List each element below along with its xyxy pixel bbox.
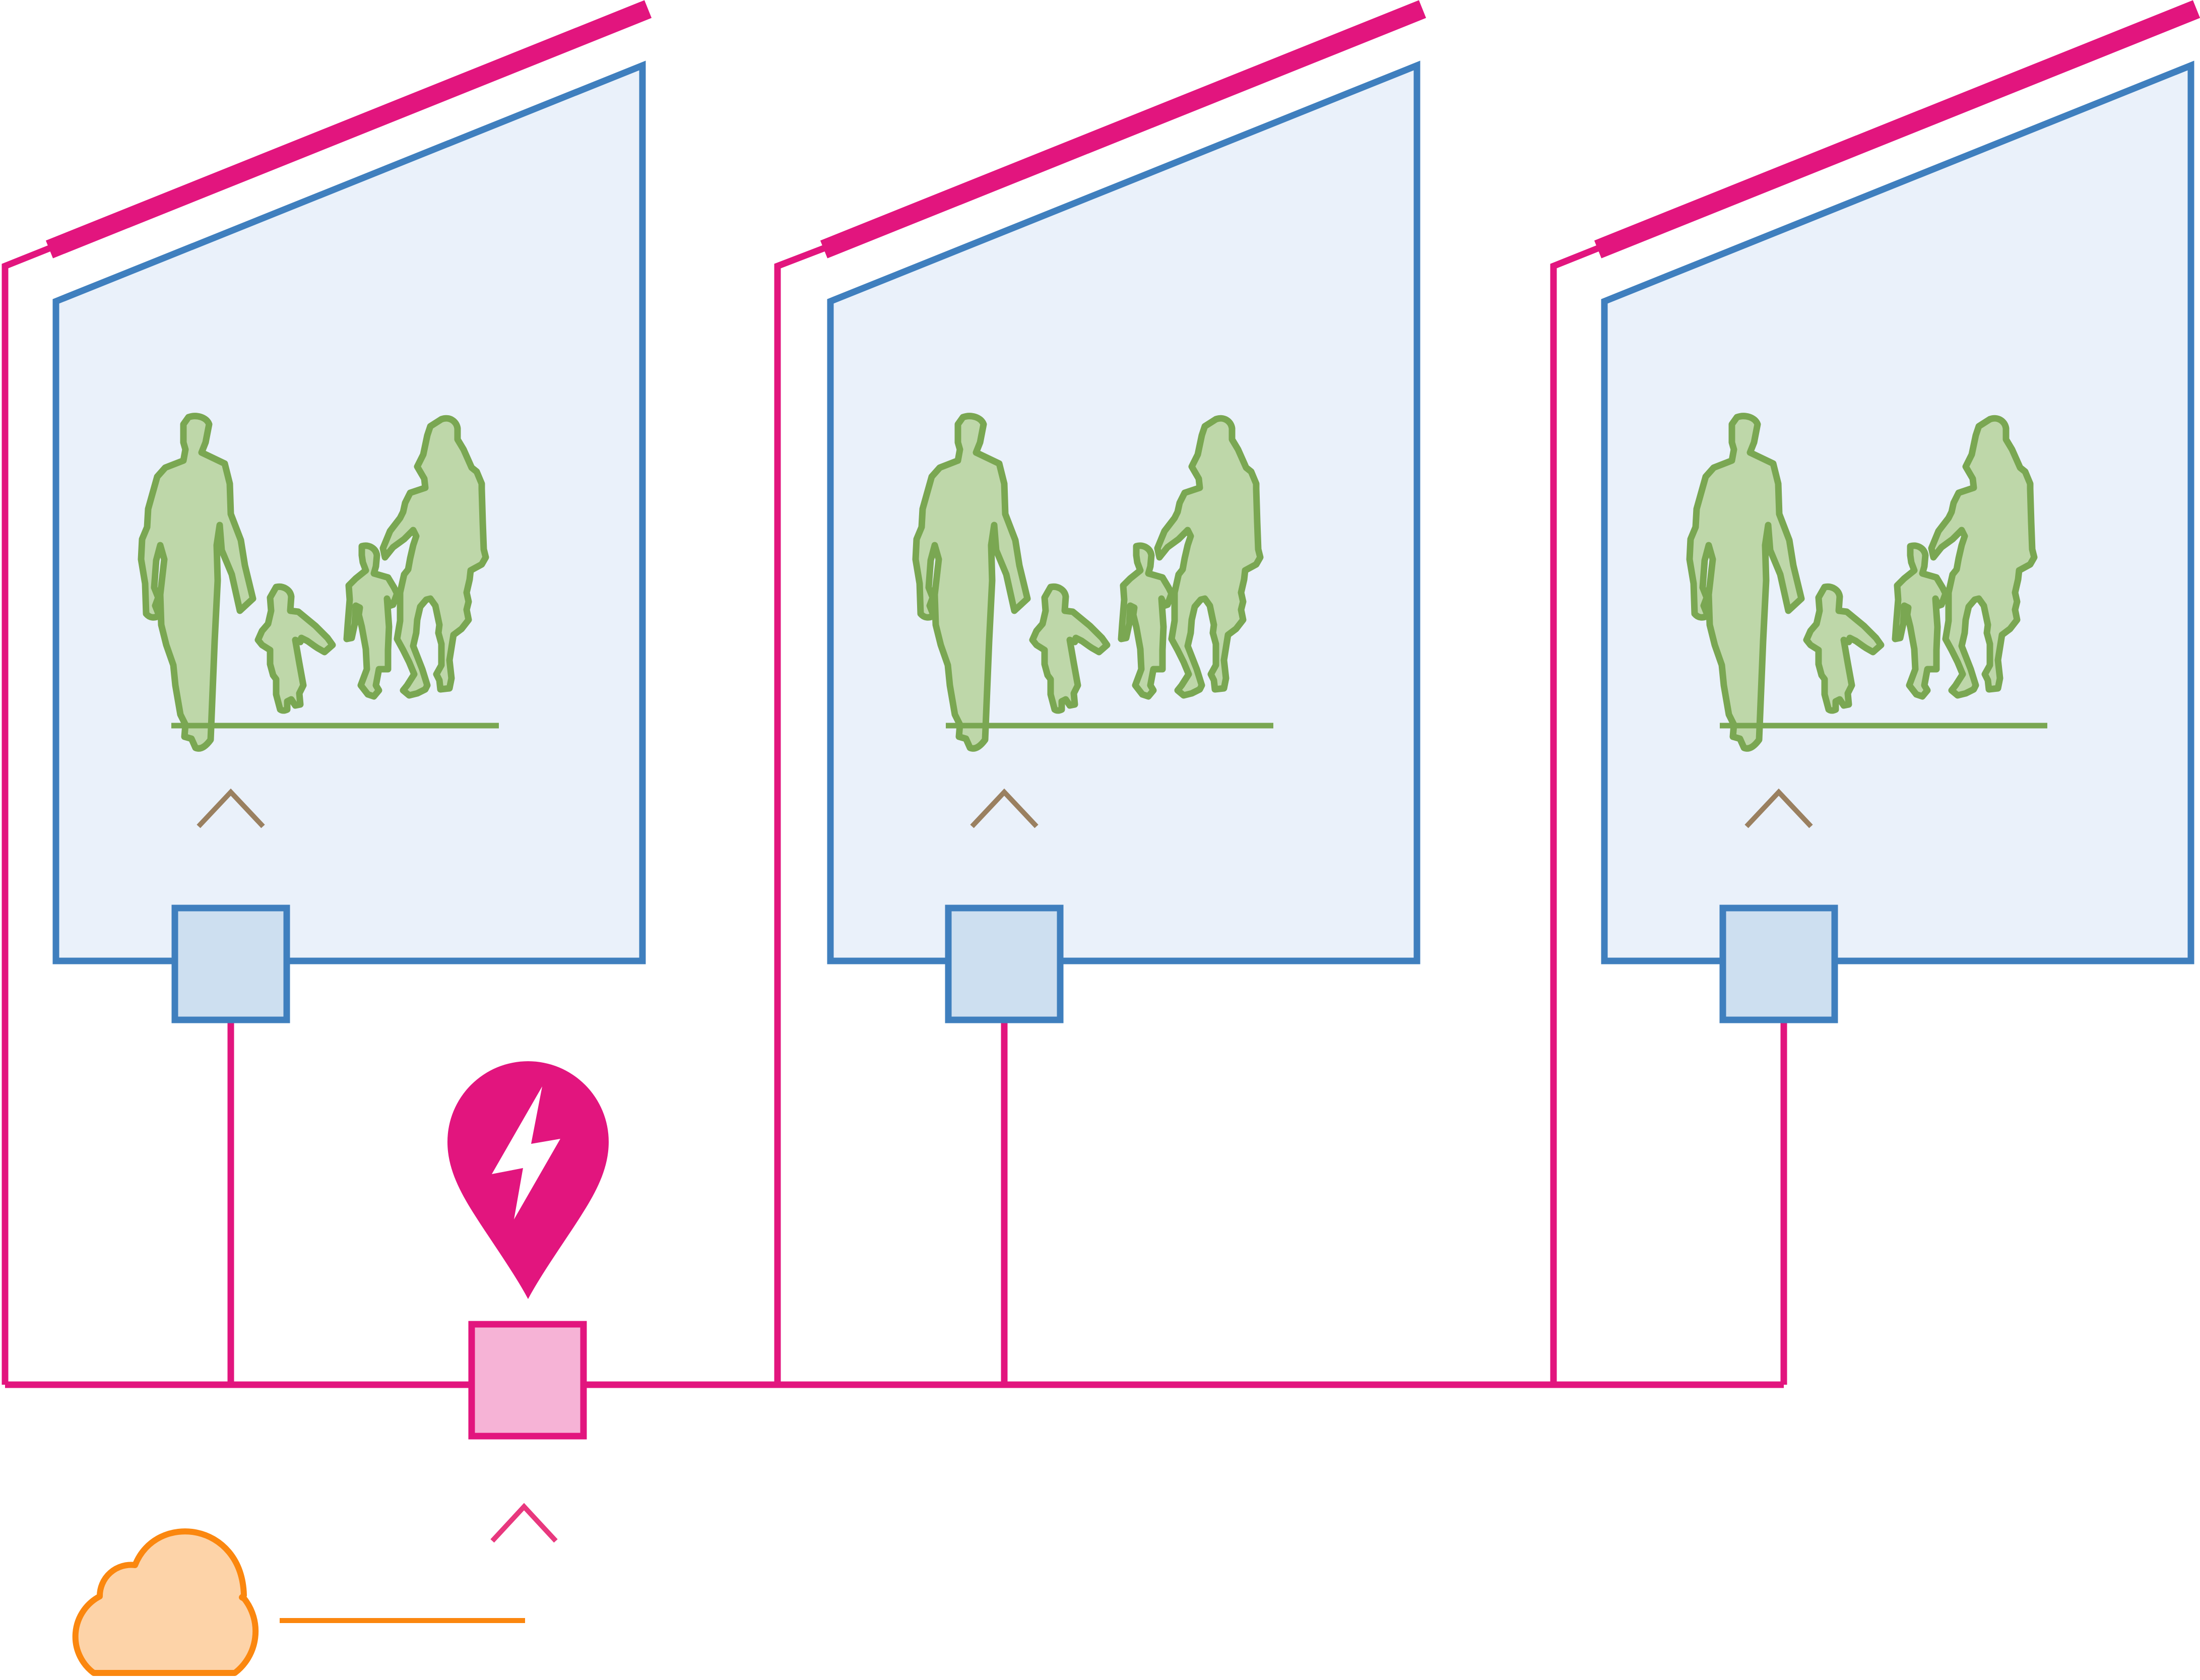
grid-lines xyxy=(2,243,1787,1388)
arrow-up-icon xyxy=(197,788,265,908)
lightning-location-pin-icon xyxy=(447,1061,609,1299)
building-2 xyxy=(827,60,1420,964)
home-supply-arrows xyxy=(197,788,1813,908)
meter-building-2 xyxy=(945,904,1064,1023)
buildings xyxy=(52,60,2194,964)
meter-building-3 xyxy=(1719,904,1838,1023)
energy-hub-box xyxy=(468,1321,587,1440)
building-1 xyxy=(52,60,646,964)
building-3 xyxy=(1601,60,2194,964)
cloud-icon xyxy=(72,1528,259,1676)
solar-panels xyxy=(45,0,2200,259)
arrow-up-icon xyxy=(970,788,1039,908)
household-meters xyxy=(171,904,1838,1023)
solar-panel-3 xyxy=(1594,0,2200,259)
cloud-connection xyxy=(280,1503,558,1623)
solar-panel-2 xyxy=(820,0,1427,259)
arrow-up-icon xyxy=(490,1503,558,1543)
meter-building-1 xyxy=(171,904,290,1023)
arrow-up-icon xyxy=(1744,788,1813,908)
solar-panel-1 xyxy=(45,0,652,259)
